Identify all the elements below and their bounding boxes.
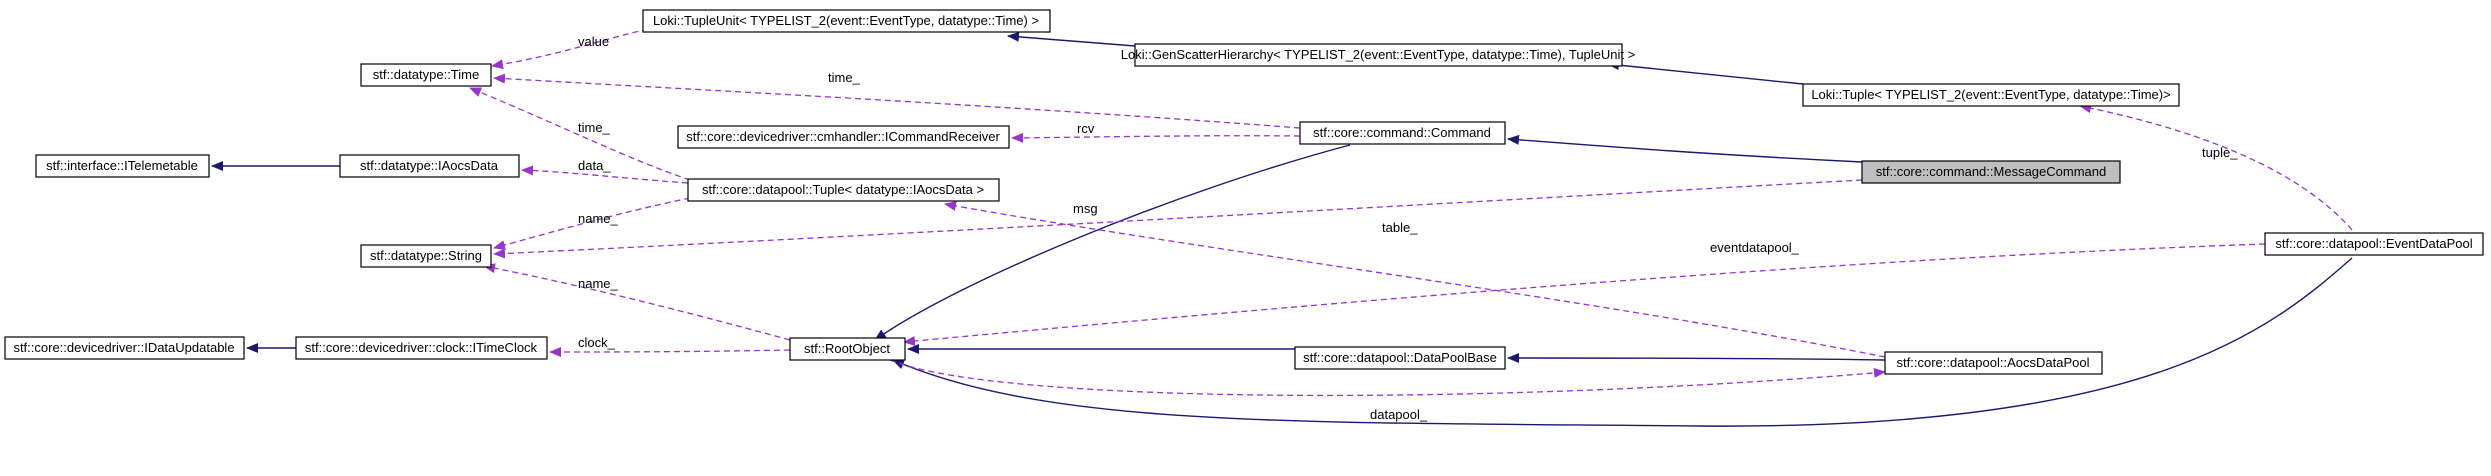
node-string[interactable]: stf::datatype::String: [360, 244, 492, 268]
edge-lokituple-to-genscatter: [1607, 60, 1804, 85]
edge-rootobject-string-name: [483, 263, 791, 341]
node-label: stf::datatype::Time: [373, 67, 479, 82]
node-eventdatapool[interactable]: stf::core::datapool::EventDataPool: [2264, 232, 2484, 256]
edge-command-icommandreceiver-rcv: [1011, 132, 1301, 143]
node-label: Loki::GenScatterHierarchy< TYPELIST_2(ev…: [1121, 47, 1635, 62]
node-genscatterhierarchy[interactable]: Loki::GenScatterHierarchy< TYPELIST_2(ev…: [1121, 43, 1635, 67]
node-label: stf::core::command::Command: [1313, 125, 1491, 140]
edge-dptuple-string-name: [493, 195, 701, 250]
edge-tupleunit-time-value: [491, 28, 649, 70]
node-label: Loki::TupleUnit< TYPELIST_2(event::Event…: [653, 13, 1039, 28]
node-label: stf::interface::ITelemetable: [46, 158, 198, 173]
nodes: Loki::TupleUnit< TYPELIST_2(event::Event…: [4, 9, 2484, 375]
node-idataupdatable[interactable]: stf::core::devicedriver::IDataUpdatable: [4, 336, 245, 360]
edge-eventdatapool-to-rootobject: [892, 257, 2353, 427]
node-label: stf::core::devicedriver::cmhandler::ICom…: [686, 129, 1000, 144]
edges: [211, 28, 2353, 427]
node-label: stf::core::datapool::DataPoolBase: [1303, 350, 1497, 365]
node-datapool-tuple[interactable]: stf::core::datapool::Tuple< datatype::IA…: [687, 178, 1000, 202]
edge-aocsdatapool-dptuple-table: [944, 201, 1886, 358]
edge-label-clock: clock_: [578, 335, 616, 350]
edge-labels: value time_ time_ rcv data_ name_ msg ta…: [578, 34, 2238, 422]
edge-label-eventdatapool: eventdatapool_: [1710, 240, 1800, 255]
edge-command-to-rootobject: [874, 144, 1351, 341]
edge-rootobject-aocsdatapool-datapool: [889, 359, 1886, 397]
edge-label-time-command: time_: [828, 70, 861, 85]
node-itelemetable[interactable]: stf::interface::ITelemetable: [35, 154, 210, 178]
node-time[interactable]: stf::datatype::Time: [360, 63, 492, 87]
node-datapoolbase[interactable]: stf::core::datapool::DataPoolBase: [1294, 346, 1506, 370]
edge-label-name-tuple: name_: [578, 211, 619, 226]
node-itimeclock[interactable]: stf::core::devicedriver::clock::ITimeClo…: [295, 336, 548, 360]
node-label: stf::core::devicedriver::clock::ITimeClo…: [305, 340, 538, 355]
edge-label-data: data_: [578, 158, 611, 173]
node-label: stf::core::command::MessageCommand: [1876, 164, 2106, 179]
node-label: stf::datatype::IAocsData: [360, 158, 499, 173]
node-icommandreceiver[interactable]: stf::core::devicedriver::cmhandler::ICom…: [677, 125, 1010, 149]
node-label: stf::core::devicedriver::IDataUpdatable: [13, 340, 234, 355]
edge-label-msg: msg: [1073, 201, 1098, 216]
edge-label-tuple: tuple_: [2202, 145, 2238, 160]
edge-eventdatapool-rootobject-eventdatapool: [903, 243, 2266, 346]
node-messagecommand[interactable]: stf::core::command::MessageCommand: [1861, 160, 2121, 184]
edge-dptuple-time: [469, 87, 691, 181]
node-tupleunit[interactable]: Loki::TupleUnit< TYPELIST_2(event::Event…: [642, 9, 1051, 33]
edge-label-name-root: name_: [578, 276, 619, 291]
node-iaocsdata[interactable]: stf::datatype::IAocsData: [339, 154, 520, 178]
edge-command-time: [493, 73, 1301, 129]
node-command[interactable]: stf::core::command::Command: [1299, 121, 1506, 145]
edge-eventdatapool-lokituple-tuple: [2079, 103, 2353, 231]
node-label: stf::core::datapool::EventDataPool: [2275, 236, 2472, 251]
node-rootobject[interactable]: stf::RootObject: [789, 337, 906, 361]
node-label: Loki::Tuple< TYPELIST_2(event::EventType…: [1811, 87, 2170, 102]
node-label: stf::core::datapool::AocsDataPool: [1897, 355, 2090, 370]
node-aocsdatapool[interactable]: stf::core::datapool::AocsDataPool: [1884, 351, 2103, 375]
edge-label-table: table_: [1382, 220, 1418, 235]
node-label: stf::RootObject: [804, 341, 890, 356]
edge-genscatter-to-tupleunit: [1007, 31, 1136, 47]
edge-aocsdatapool-to-datapoolbase: [1507, 353, 1886, 364]
edge-label-rcv: rcv: [1077, 121, 1095, 136]
edge-rootobject-itimeclock-clock: [549, 346, 791, 357]
edge-label-datapool: datapool_: [1370, 407, 1428, 422]
edge-label-value: value: [578, 34, 609, 49]
edge-label-time-tuple: time_: [578, 120, 611, 135]
node-label: stf::datatype::String: [370, 248, 482, 263]
node-label: stf::core::datapool::Tuple< datatype::IA…: [702, 182, 984, 197]
node-loki-tuple[interactable]: Loki::Tuple< TYPELIST_2(event::EventType…: [1802, 83, 2180, 107]
edge-messagecommand-to-command: [1507, 134, 1863, 163]
edge-dptuple-iaocsdata-data: [521, 165, 689, 184]
